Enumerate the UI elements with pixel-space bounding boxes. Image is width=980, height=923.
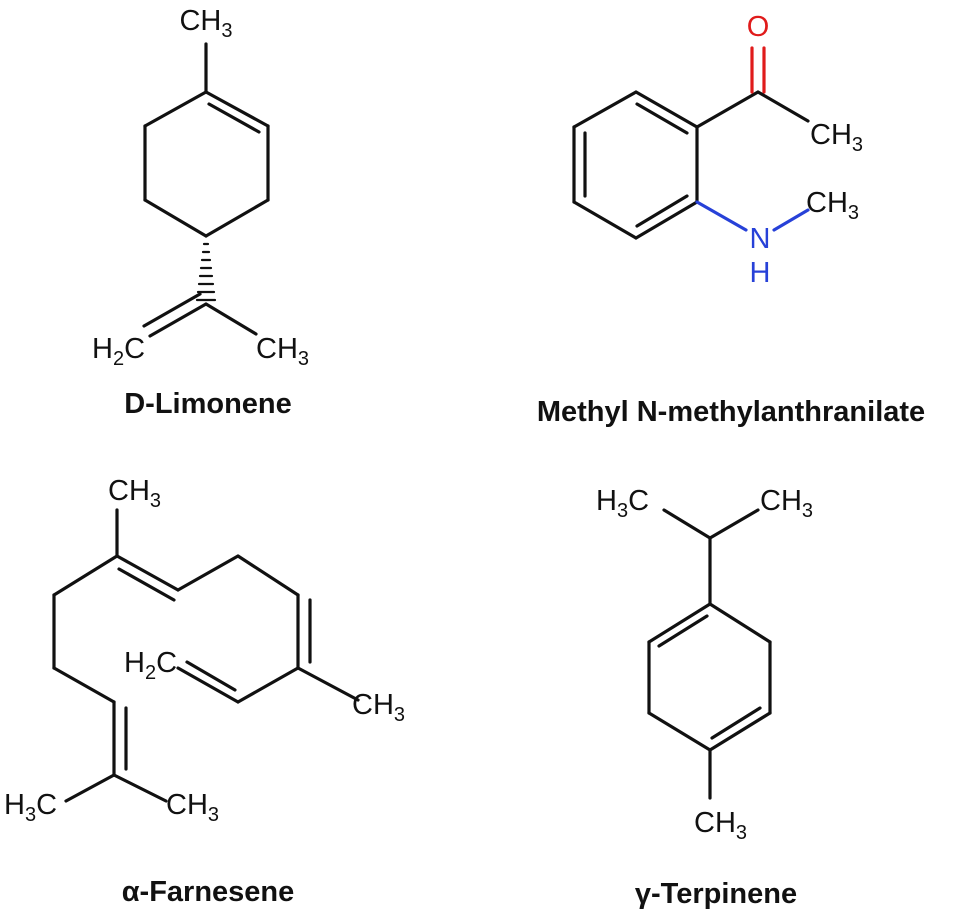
- anthranilate-amine-h: H: [750, 257, 771, 289]
- anthranilate-name: Methyl N-methylanthranilate: [537, 396, 925, 428]
- terpinene-bonds: [647, 508, 772, 800]
- farnesene-ch3-top: CH3: [108, 475, 161, 512]
- limonene-ch3-side: CH3: [256, 333, 309, 370]
- terpinene-ch3-bottom: CH3: [694, 807, 747, 844]
- limonene-h2c: H2C: [92, 333, 145, 370]
- limonene-structure: CH3 H2C CH3 D-Limonene: [92, 5, 309, 420]
- farnesene-bonds: [52, 508, 360, 803]
- terpinene-ch3-right: CH3: [760, 485, 813, 522]
- anthranilate-structure: O CH3 N H CH3 Methyl N-methylanthranilat…: [537, 11, 925, 428]
- limonene-ch3-top: CH3: [179, 5, 232, 42]
- farnesene-ch3-right: CH3: [352, 689, 405, 726]
- limonene-name: D-Limonene: [124, 388, 292, 420]
- anthranilate-bonds: [572, 46, 810, 240]
- anthranilate-n-ch3: CH3: [806, 187, 859, 224]
- anthranilate-acetyl-ch3: CH3: [810, 119, 863, 156]
- farnesene-name: α-Farnesene: [122, 876, 295, 908]
- farnesene-ch3-bottom: CH3: [166, 789, 219, 826]
- terpinene-structure: H3C CH3 CH3 γ-Terpinene: [596, 485, 813, 910]
- terpinene-name: γ-Terpinene: [635, 878, 797, 910]
- farnesene-h3c-left: H3C: [4, 789, 57, 826]
- anthranilate-oxygen: O: [747, 11, 770, 43]
- limonene-bonds: [142, 42, 270, 338]
- terpinene-h3c-left: H3C: [596, 485, 649, 522]
- farnesene-h2c-vinyl: H2C: [124, 647, 177, 684]
- farnesene-structure: CH3 H2C CH3 H3C CH3 α-Farnesene: [4, 475, 405, 908]
- anthranilate-nitrogen: N: [750, 223, 771, 255]
